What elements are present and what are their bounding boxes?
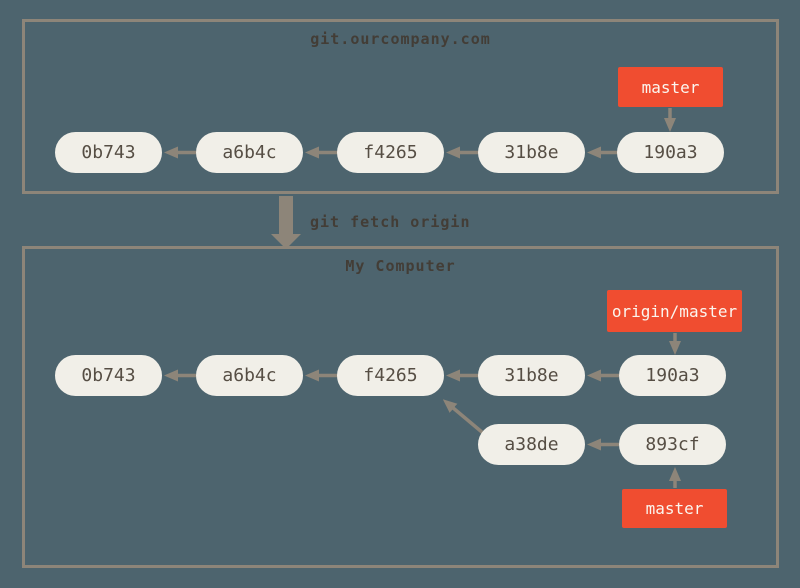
remote-commit-31b8e: 31b8e [478, 132, 585, 173]
local-branch-label-origin-master: origin/master [607, 290, 742, 332]
remote-commit-0b743: 0b743 [55, 132, 162, 173]
remote-repo-title: git.ourcompany.com [310, 30, 491, 48]
local-commit-f4265: f4265 [337, 355, 444, 396]
fetch-arrow-icon [271, 196, 301, 249]
local-commit-31b8e: 31b8e [478, 355, 585, 396]
fetch-command-label: git fetch origin [310, 213, 471, 231]
remote-repo-box: git.ourcompany.com [22, 19, 779, 194]
local-commit-a6b4c: a6b4c [196, 355, 303, 396]
local-commit-0b743: 0b743 [55, 355, 162, 396]
remote-commit-a6b4c: a6b4c [196, 132, 303, 173]
local-commit-190a3: 190a3 [619, 355, 726, 396]
remote-branch-label-master: master [618, 67, 723, 107]
local-repo-title: My Computer [345, 257, 456, 275]
local-repo-box: My Computer [22, 246, 779, 568]
local-branch-label-master: master [622, 489, 727, 528]
remote-commit-190a3: 190a3 [617, 132, 724, 173]
local-commit-a38de: a38de [478, 424, 585, 465]
remote-commit-f4265: f4265 [337, 132, 444, 173]
local-commit-893cf: 893cf [619, 424, 726, 465]
